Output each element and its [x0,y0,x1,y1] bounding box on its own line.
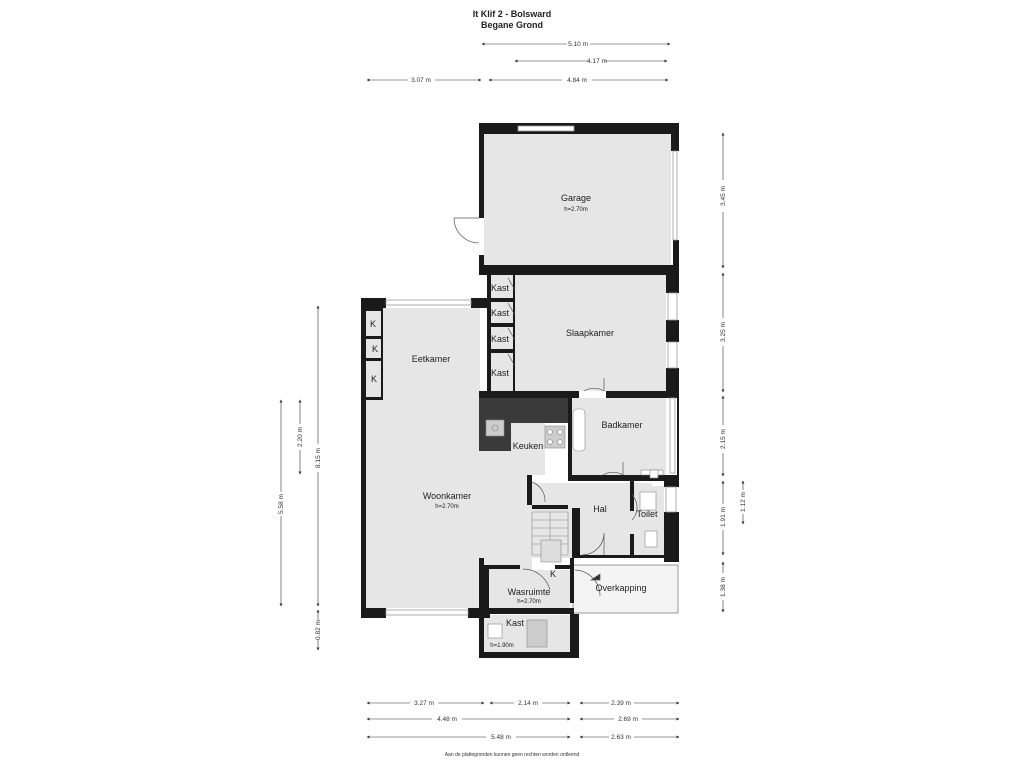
dim-top-484: 4.84 m [567,77,587,84]
dim-bottom-263: 2.63 m [611,734,631,741]
stairs [531,511,569,556]
slaapkamer-label: Slaapkamer [566,328,614,338]
k4-label: K [550,569,556,579]
toilet-basin [644,530,658,548]
plan-title: It Klif 2 - Bolsward Begane Grond [0,9,1024,31]
dim-bottom-448: 4.48 m [437,716,457,723]
boiler [487,623,503,639]
washer [540,539,562,563]
windows [385,125,678,616]
k3-label: K [371,374,377,384]
dim-top-417: 4.17 m [587,58,607,65]
woonkamer-height: h=2.70m [435,504,459,510]
eetkamer-label: Eetkamer [412,354,451,364]
dim-top-307: 3.07 m [411,77,431,84]
dim-top-510: 5.10 m [568,41,588,48]
wasruimte-label: Wasruimte [508,587,551,597]
dim-bottom-269: 2.69 m [618,716,638,723]
dim-right-112: 1.12 m [740,492,747,512]
kast5-label: Kast [506,618,525,628]
dim-bottom-214: 2.14 m [518,700,538,707]
k2-label: K [372,344,378,354]
hal-label: Hal [593,504,607,514]
woonkamer-label: Woonkamer [423,491,471,501]
overkapping-floor [572,564,679,614]
garage-label: Garage [561,193,591,203]
badkamer-floor [571,398,666,475]
dimension-labels: 5.10 m 4.17 m 3.07 m 4.84 m 3.45 m 3.25 … [278,41,747,741]
doors [453,217,638,597]
woonkamer-floor [366,308,480,608]
overkapping-label: Overkapping [595,583,646,593]
kitchen-sink [485,419,505,437]
kast4-label: Kast [491,368,510,378]
dim-right-325: 3.25 m [720,322,727,342]
k1-label: K [370,319,376,329]
slaapkamer-floor [514,275,666,391]
dim-right-215: 2.15 m [720,429,727,449]
dim-left-558: 5.58 m [278,494,285,514]
keuken-label: Keuken [513,441,544,451]
wasruimte-floor [490,570,570,610]
kast-column-floor [487,275,513,391]
laundry-unit [526,619,548,648]
fixtures [485,408,664,648]
garage-floor [484,134,671,265]
badkamer-label: Badkamer [601,420,642,430]
floor-title: Begane Grond [480,20,543,30]
disclaimer-footer: Aan de plattegronden kunnen geen rechten… [444,752,580,758]
kast2-label: Kast [491,308,510,318]
kast1-label: Kast [491,283,510,293]
dim-left-220: 2.20 m [297,427,304,447]
dim-right-345: 3.45 m [720,186,727,206]
dimension-lines [279,42,745,739]
stove [544,425,566,449]
walls [361,123,679,658]
dim-bottom-548: 5.48 m [491,734,511,741]
bath-sink [572,408,586,452]
overkapping-pole [649,469,659,479]
garage-height: h=2.70m [564,207,588,213]
dim-left-815: 8.15 m [315,448,322,468]
address-title: It Klif 2 - Bolsward [472,9,552,19]
kast5-height: h=1.90m [490,643,514,649]
room-labels: Garage h=2.70m Slaapkamer Kast Kast Kast… [370,193,658,649]
dim-right-191: 1.91 m [720,507,727,527]
toilet-bowl [639,491,657,511]
wasruimte-height: h=2.70m [517,599,541,605]
toilet-label: Toilet [636,509,658,519]
dim-bottom-327: 3.27 m [414,700,434,707]
dim-right-138: 1.38 m [720,577,727,597]
kast3-label: Kast [491,334,510,344]
dim-bottom-239: 2.39 m [611,700,631,707]
dim-left-082: 0.82 m [315,620,322,640]
